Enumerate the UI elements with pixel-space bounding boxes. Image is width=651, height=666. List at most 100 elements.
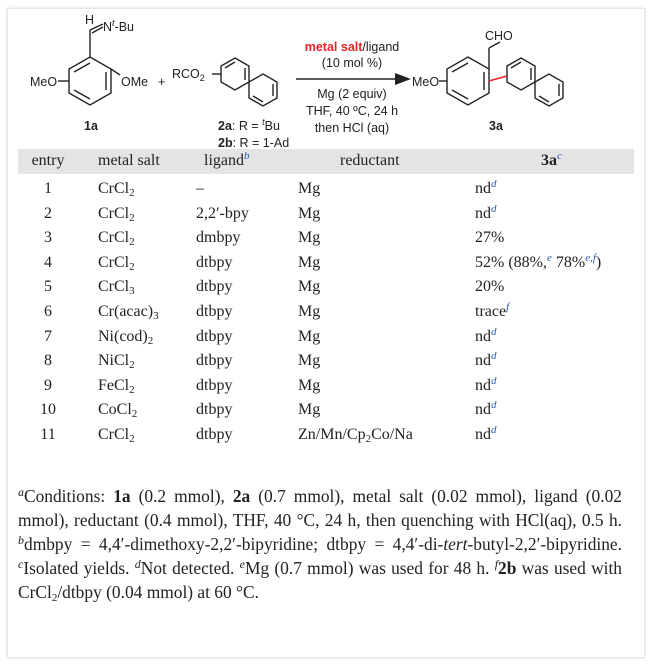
entry-cell: 9 — [44, 376, 52, 394]
header-entry: entry — [31, 152, 65, 169]
text-segment: nd — [475, 327, 491, 345]
ligand-cell: – — [196, 180, 204, 197]
ligand-cell: dtbpy — [196, 401, 233, 419]
imine-h: H — [85, 13, 94, 27]
reductant-cell: Mg — [298, 229, 320, 247]
text-segment: /dtbpy (0.04 mmol) at 60 °C. — [57, 582, 259, 602]
reductant-cell: Mg — [298, 180, 320, 198]
text-segment: NiCl — [98, 352, 130, 370]
footnote-marker: f — [506, 300, 510, 313]
subscript: 2 — [129, 211, 135, 224]
reductant-cell: Mg — [298, 254, 320, 272]
reductant-cell: Mg — [298, 401, 320, 419]
text-segment: Co/Na — [371, 425, 413, 443]
plus-sign: + — [158, 75, 165, 89]
text-segment: Mg — [298, 401, 321, 419]
reductant-cell: Mg — [298, 377, 320, 395]
structure-3a — [439, 41, 564, 107]
footnote-marker: e,f — [585, 251, 596, 264]
yield-cell: ndd — [475, 374, 497, 395]
text-segment: Mg — [298, 376, 321, 394]
subscript: 2 — [129, 187, 135, 199]
subscript: 2 — [129, 432, 135, 445]
entry-cell: 10 — [40, 401, 56, 419]
footnote-marker: d — [134, 557, 141, 571]
yield-cell: 20% — [475, 278, 504, 296]
footnote-marker: c — [18, 557, 24, 571]
text-segment: 1a — [113, 486, 131, 506]
label-2a: 2a: R = tBu — [218, 117, 280, 133]
entry-cell: 3 — [44, 229, 52, 247]
yield-cell: ndd — [475, 179, 497, 198]
cho-group: CHO — [485, 29, 513, 43]
subscript: 2 — [129, 260, 135, 273]
text-segment: Mg (0.7 mmol) was used for 48 h. — [244, 558, 495, 578]
metal-salt-cell: CrCl2 — [98, 180, 135, 199]
condition-catalyst: metal salt/ligand — [305, 40, 400, 54]
reductant-cell: Zn/Mn/Cp2Co/Na — [298, 425, 413, 445]
entry-cell: 2 — [44, 204, 52, 222]
text-segment: Mg — [298, 253, 321, 271]
entry-cell: 7 — [44, 327, 52, 345]
text-segment: 2a — [232, 486, 251, 506]
reductant-cell: Mg — [298, 328, 320, 346]
footnote-marker: d — [491, 374, 497, 387]
table-row: 6 Cr(acac)3 dtbpy Mg tracef — [18, 300, 634, 328]
entry-cell: 4 — [44, 253, 52, 271]
meo-3a: MeO — [412, 75, 439, 89]
text-segment: (0.7 mmol), metal salt (0.02 mmol), liga… — [18, 486, 622, 530]
label-1a: 1a — [84, 119, 99, 133]
yield-cell: ndd — [475, 203, 497, 223]
text-segment: Not detected. — [140, 558, 240, 578]
structure-2a — [212, 57, 278, 107]
yield-cell: tracef — [475, 300, 510, 321]
entry-cell: 6 — [44, 302, 52, 320]
text-segment: Zn/Mn/Cp — [298, 425, 366, 443]
text-segment: Mg — [298, 327, 321, 345]
text-segment: CrCl — [98, 180, 130, 197]
text-segment: 27% — [475, 229, 505, 247]
entry-cell: 5 — [44, 278, 52, 296]
ligand-cell: dtbpy — [196, 327, 233, 345]
ligand-cell: dtbpy — [196, 278, 233, 296]
metal-salt-cell: CrCl3 — [98, 278, 135, 298]
new-bond — [488, 75, 508, 82]
metal-salt-cell: CrCl2 — [98, 229, 135, 248]
ome-1a: OMe — [121, 75, 148, 89]
text-segment: Mg — [298, 302, 321, 320]
table-header: entry metal salt ligandb reductant 3ac — [18, 149, 634, 174]
ligand-cell: dmbpy — [196, 229, 241, 247]
text-segment: CrCl — [98, 204, 130, 222]
yield-cell: ndd — [475, 424, 497, 444]
entry-cell: 11 — [40, 425, 56, 443]
label-3a: 3a — [489, 119, 504, 133]
yield-cell: ndd — [475, 351, 497, 370]
meo-1a: MeO — [30, 75, 57, 89]
metal-salt-cell: Ni(cod)2 — [98, 328, 153, 347]
reductant-cell: Mg — [298, 303, 320, 321]
yield-cell: ndd — [475, 400, 497, 419]
metal-salt-cell: CrCl2 — [98, 204, 135, 224]
ligand-cell: dtbpy — [196, 352, 233, 370]
reductant-cell: Mg — [298, 205, 320, 223]
metal-salt-cell: Cr(acac)3 — [98, 302, 159, 322]
text-segment: CrCl — [98, 253, 130, 271]
text-segment: CrCl — [98, 229, 130, 247]
footnote-marker: f — [494, 557, 499, 571]
ligand-cell: 2,2′-bpy — [196, 204, 249, 222]
text-segment: Mg — [298, 180, 321, 197]
subscript: 3 — [153, 309, 159, 322]
subscript: 2 — [129, 359, 135, 372]
ligand-cell: dtbpy — [196, 302, 233, 320]
subscript: 3 — [129, 285, 135, 298]
ligand-cell: dtbpy — [196, 425, 233, 443]
text-segment: Cr(acac) — [98, 302, 154, 320]
yield-cell: ndd — [475, 326, 497, 346]
text-segment: trace — [475, 302, 507, 320]
reaction-scheme: H Nt-Bu MeO OMe + RCO2 2a: R = tBu 2b: R… — [30, 13, 564, 150]
figure-frame — [7, 8, 645, 658]
subscript: 2 — [51, 592, 58, 604]
